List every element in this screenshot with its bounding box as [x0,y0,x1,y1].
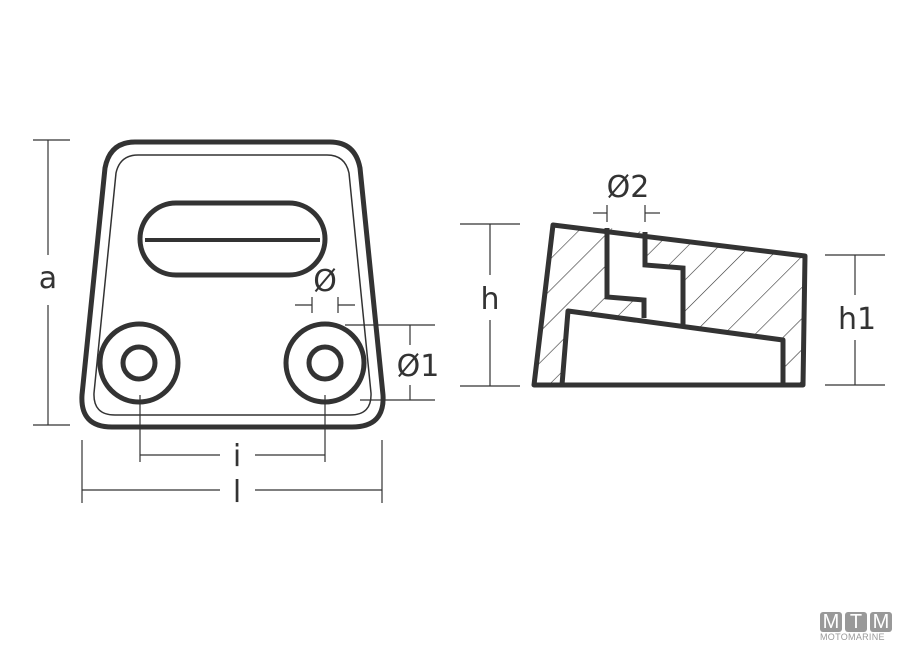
hole-left-outer [97,321,181,405]
hole-right-inner [306,344,344,382]
top-view [79,139,386,430]
label-h1: h1 [838,302,876,337]
label-diameter2: Ø2 [607,170,650,205]
label-l: l [233,475,241,510]
logo-letter: T [845,612,867,632]
label-a: a [39,261,57,296]
label-diameter1: Ø1 [397,349,440,384]
logo-letter: M [820,612,842,632]
mtm-logo: M T M MOTOMARINE [820,612,900,642]
section-hatched-body [534,225,805,385]
label-diameter: Ø [313,264,337,299]
section-outline [531,222,808,388]
hole-left-inner [120,344,158,382]
dimensions-section-view [460,205,885,387]
section-slot-right [642,232,686,327]
section-view [531,222,808,388]
logo-letter: M [870,612,892,632]
section-slot-left [604,228,647,318]
logo-subtitle: MOTOMARINE [820,632,885,642]
slot [137,200,328,278]
label-i: i [233,439,241,474]
body-outline-inner [93,154,372,416]
hole-right-outer [283,321,367,405]
dimensions-top-view [33,139,435,503]
body-outline-outer [79,139,386,430]
section-pocket [559,308,786,386]
label-h: h [480,282,499,317]
